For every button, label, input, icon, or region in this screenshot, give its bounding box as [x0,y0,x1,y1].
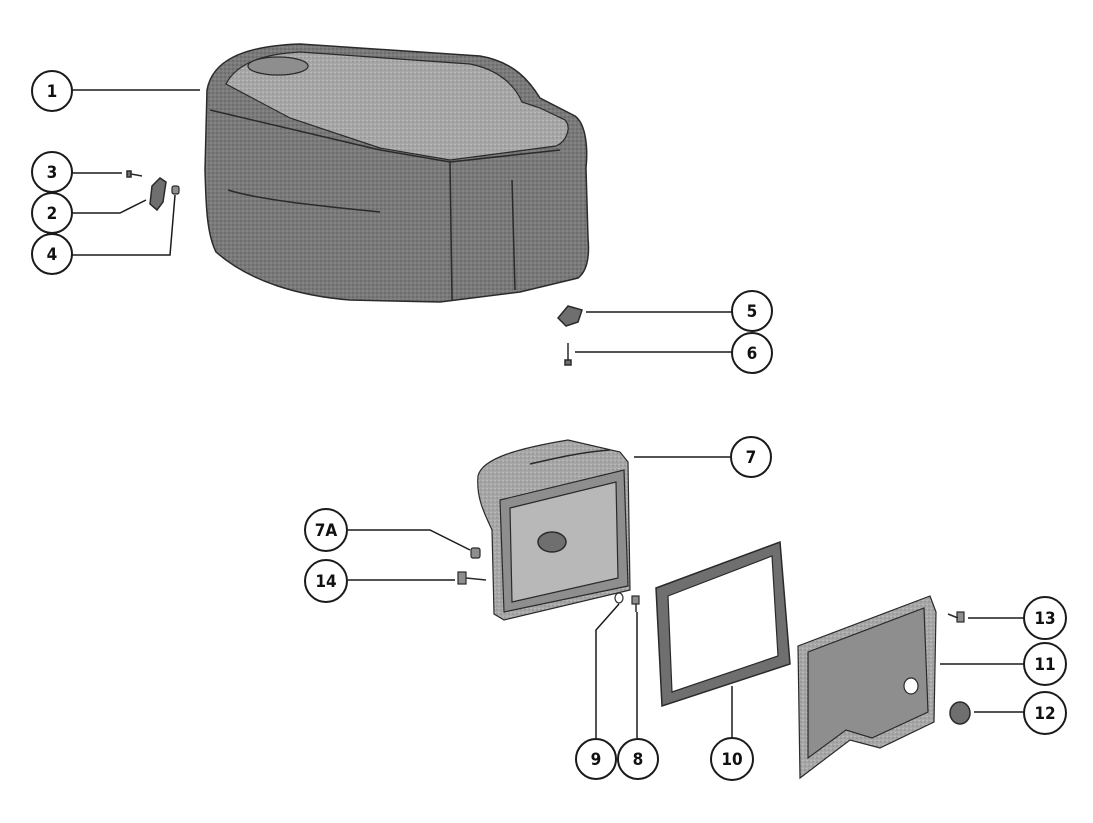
cover-plate [797,595,937,780]
callout-11: 11 [1023,642,1067,686]
svg-text:7: 7 [746,448,757,468]
svg-text:3: 3 [47,163,58,183]
top-cowl [204,43,590,303]
svg-text:6: 6 [747,344,758,364]
callout-3: 3 [31,151,73,193]
svg-text:12: 12 [1034,704,1055,724]
callout-9: 9 [575,738,617,780]
callout-7: 7 [730,436,772,478]
grommet-12 [949,701,971,725]
clip-screw [564,343,572,366]
svg-text:8: 8 [633,750,644,770]
latch-bracket [149,177,167,212]
callout-6: 6 [731,332,773,374]
fitting-7a [470,547,481,559]
screw-8 [631,595,640,612]
svg-text:1: 1 [47,82,58,102]
svg-text:13: 13 [1034,609,1055,629]
cowl-clip [556,305,583,327]
bottom-cowl [477,439,631,621]
callout-7a: 7A [304,508,348,552]
svg-text:4: 4 [47,245,58,265]
screw-13 [947,611,965,623]
callout-14: 14 [304,559,348,603]
svg-text:10: 10 [721,750,742,770]
svg-text:5: 5 [747,302,758,322]
washer-9 [614,592,624,604]
leader-4 [72,194,176,256]
svg-text:7A: 7A [315,521,338,541]
callout-2: 2 [31,192,73,234]
gasket [655,540,791,708]
svg-text:2: 2 [47,204,58,224]
leader-9 [595,603,620,738]
callout-4: 4 [31,233,73,275]
svg-text:9: 9 [591,750,602,770]
callout-10: 10 [710,737,754,781]
latch-nut [171,185,180,195]
callout-1: 1 [31,70,73,112]
leader-7a [348,529,471,551]
callout-8: 8 [617,738,659,780]
leader-lines [72,89,1024,738]
callout-12: 12 [1023,691,1067,735]
latch-screw [126,170,143,178]
callout-13: 13 [1023,596,1067,640]
svg-text:14: 14 [315,572,336,592]
leader-2 [72,199,147,214]
svg-text:11: 11 [1034,655,1055,675]
callout-5: 5 [731,290,773,332]
bolt-14 [457,571,487,585]
